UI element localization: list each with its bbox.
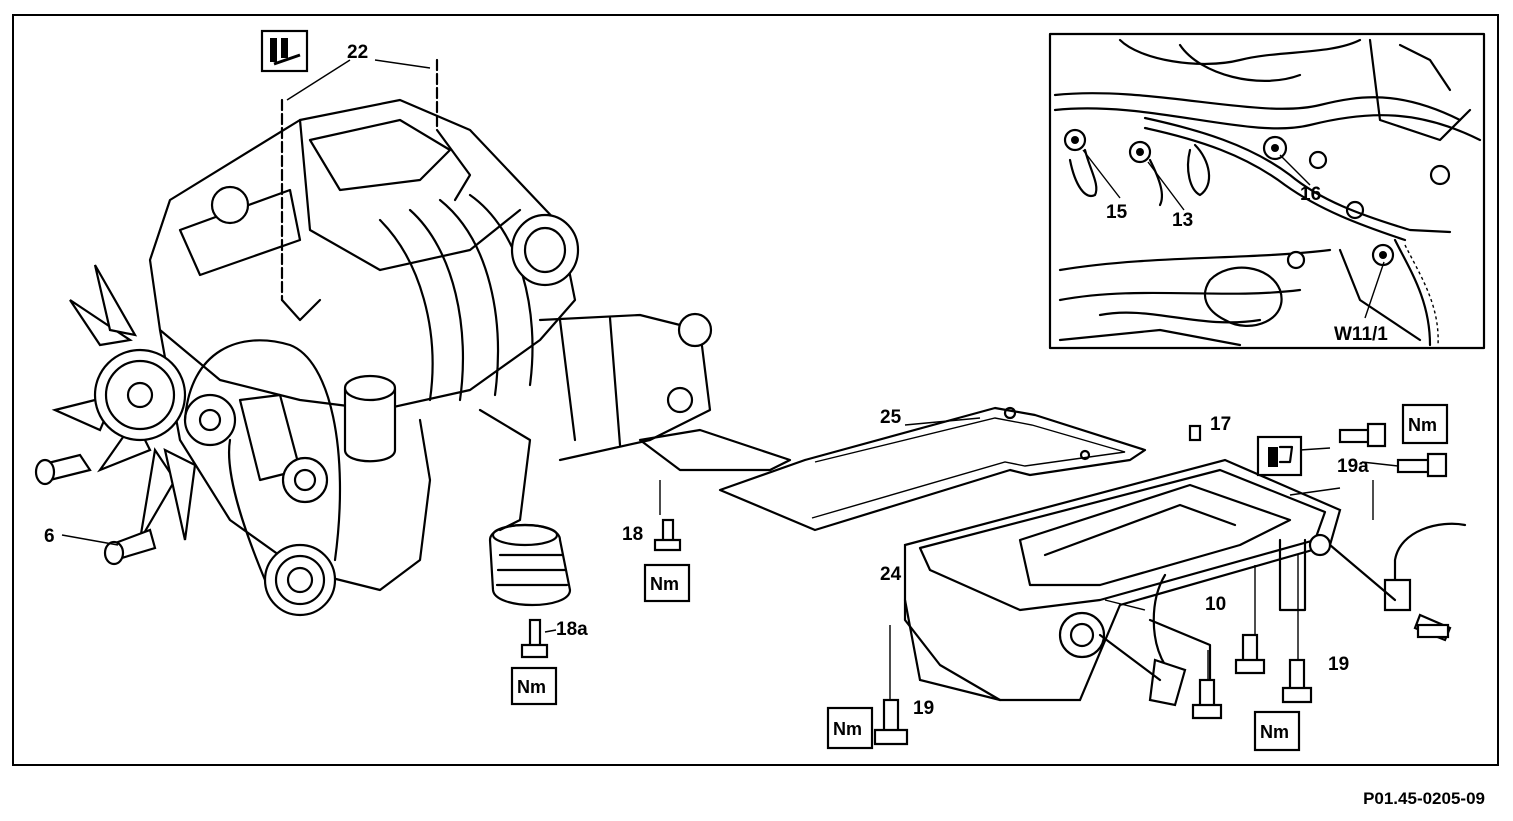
callout-6: 6 [44,526,55,547]
engine-assembly [34,58,792,617]
callout-22: 22 [347,42,368,63]
cooling-fan [51,264,197,541]
gasket-outline [718,406,1147,532]
figure-reference-code: P01.45-0205-09 [1363,789,1485,808]
oil-pan [903,458,1342,702]
callout-18a: 18a [556,619,588,640]
detail-inset: 15 13 16 W11/1 [1048,32,1486,350]
callout-19-right: 19 [1328,654,1349,675]
callout-18: 18 [622,524,643,545]
bolt-19a-lower [1396,452,1448,478]
callout-w11-1: W11/1 [1334,324,1388,345]
svg-text:Nm: Nm [833,719,862,739]
svg-text:Nm: Nm [517,677,546,697]
callout-10: 10 [1205,594,1226,615]
callout-19-left: 19 [913,698,934,719]
diagram-frame [12,14,1499,766]
callout-15: 15 [1106,202,1128,223]
svg-text:Nm: Nm [1260,722,1289,742]
torque-badge-18: Nm [643,563,691,603]
callout-13: 13 [1172,210,1193,231]
callout-16: 16 [1300,184,1321,205]
bolt-19-left [873,698,909,746]
cap-plug [1188,424,1202,442]
callout-19a: 19a [1337,456,1369,477]
svg-text:Nm: Nm [650,574,679,594]
bolt-18 [653,518,682,552]
callout-24: 24 [880,564,902,585]
oil-level-sensor [1148,658,1187,707]
bolt-19a-upper [1338,422,1387,448]
bolt-side [1416,623,1450,639]
callout-17: 17 [1210,414,1231,435]
torque-badge-19-right: Nm [1253,710,1301,752]
bolt-19-pan-1 [1191,678,1223,720]
svg-text:Nm: Nm [1408,415,1437,435]
torque-badge-19-left: Nm [826,706,874,750]
lifting-tool-icon [260,29,309,73]
bolt-19-pan-2 [1234,633,1266,675]
sealant-icon [1256,435,1303,477]
bolt-19-right [1281,658,1313,704]
bolt-18a [520,618,549,659]
torque-badge-19a: Nm [1401,403,1449,445]
torque-badge-18a: Nm [510,666,558,706]
callout-25: 25 [880,407,902,428]
